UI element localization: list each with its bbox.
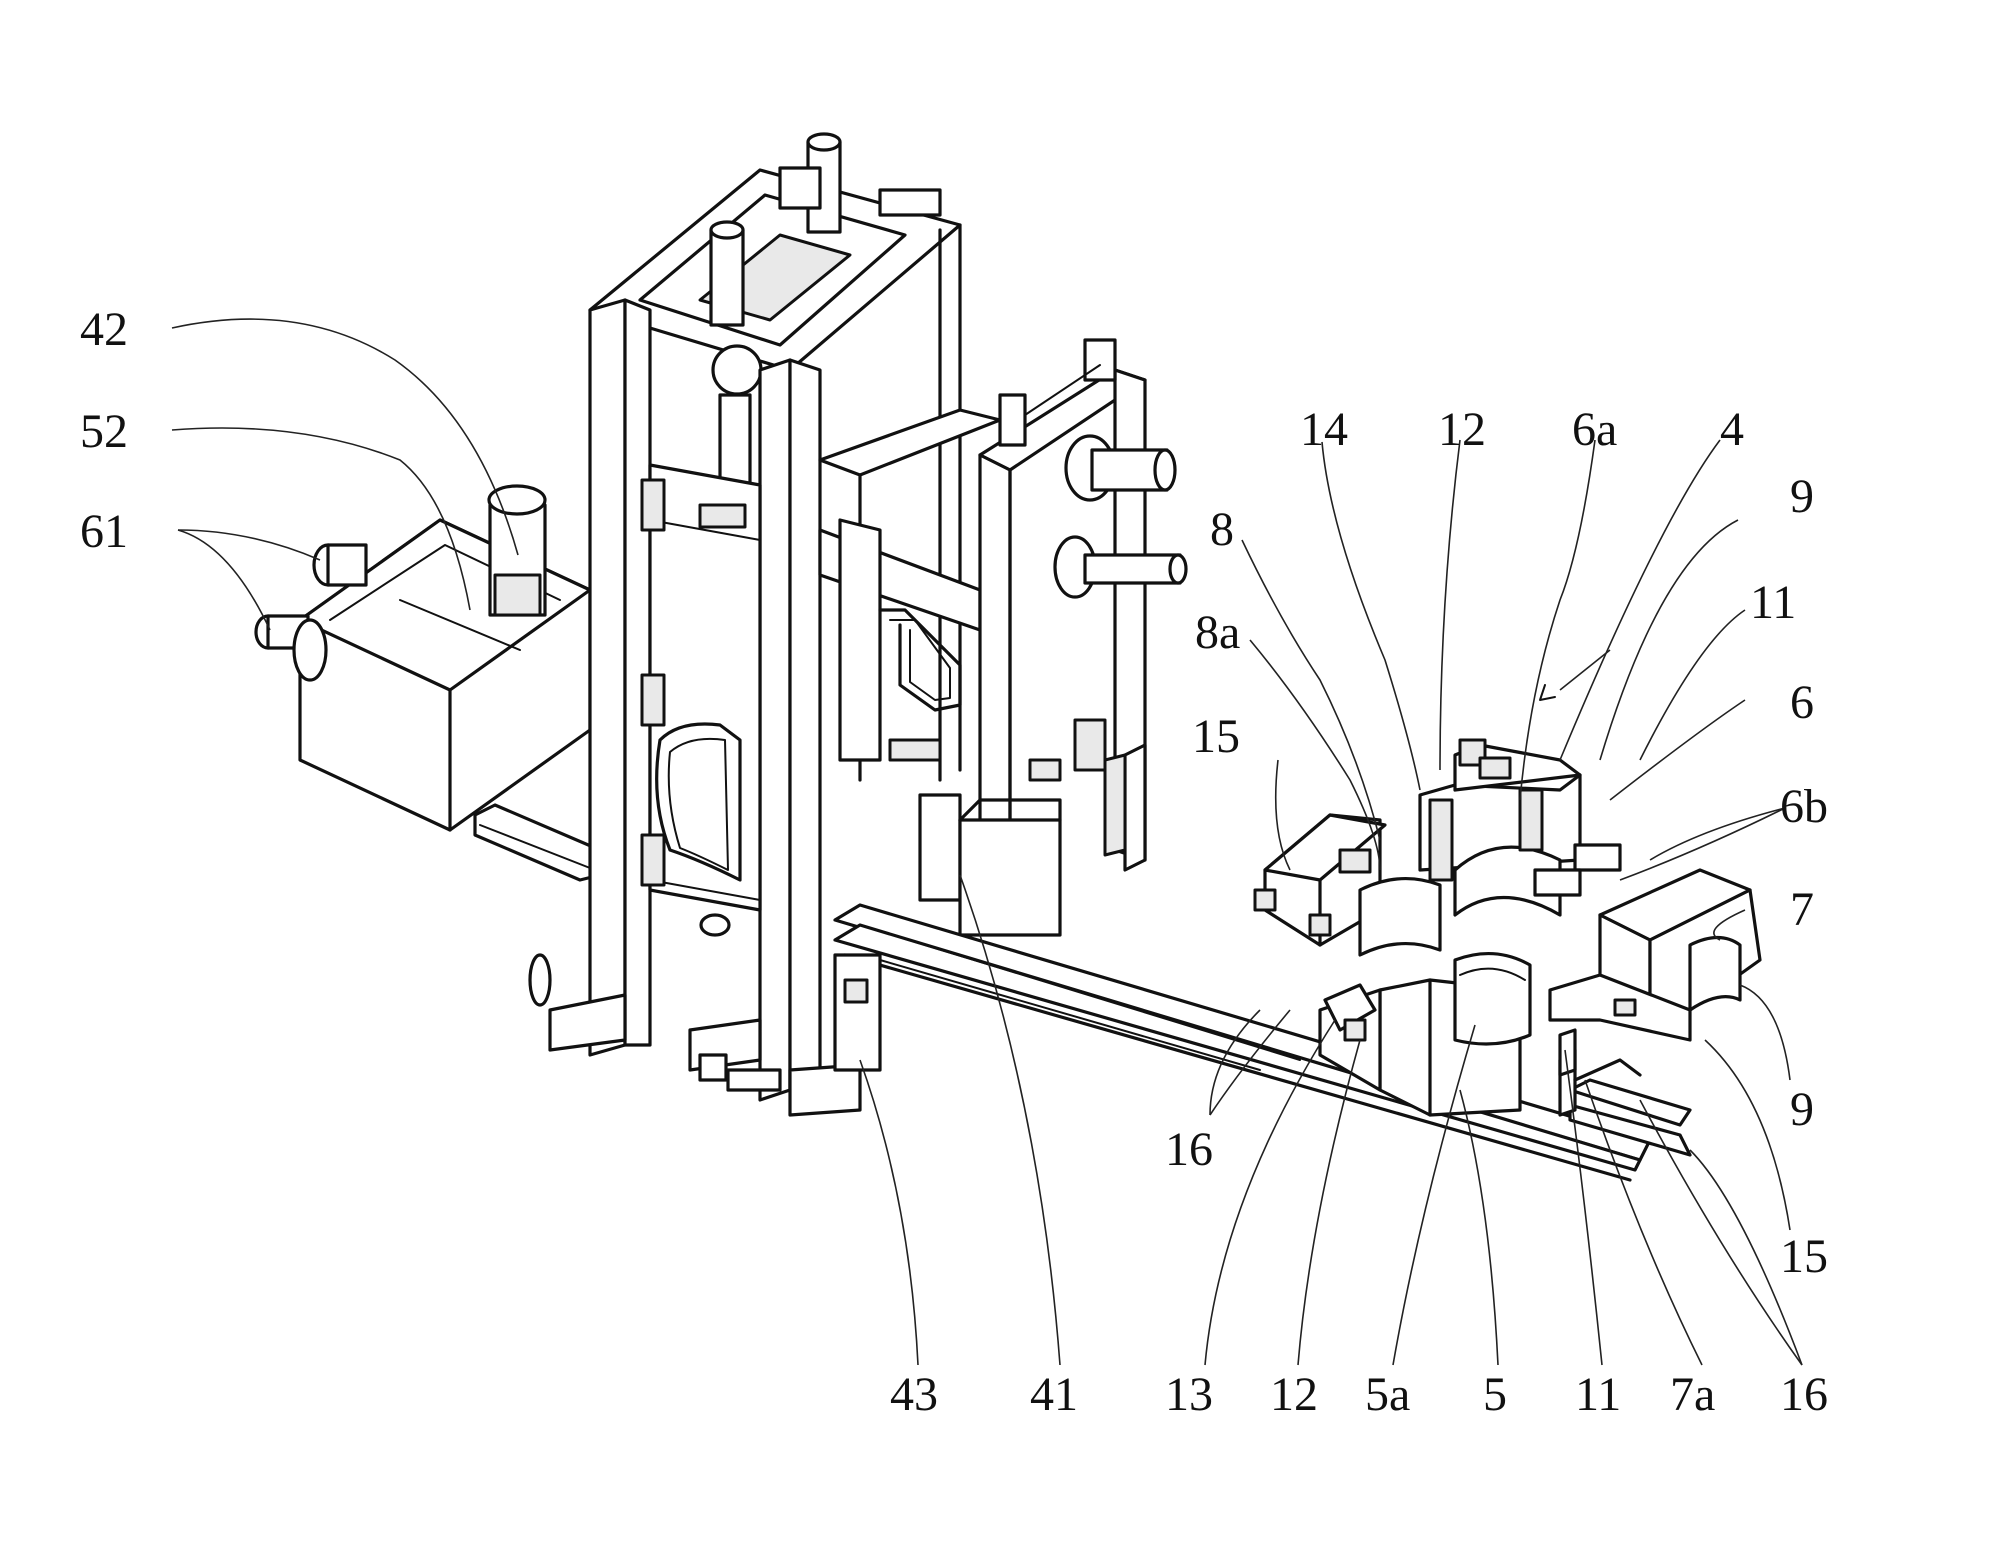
ref-7a: 7a — [1670, 1368, 1715, 1421]
ref-5: 5 — [1483, 1368, 1507, 1421]
ref-14: 14 — [1300, 403, 1348, 456]
ref-12-bottom: 12 — [1270, 1368, 1318, 1421]
ref-15-left: 15 — [1192, 710, 1240, 763]
ref-41: 41 — [1030, 1368, 1078, 1421]
ref-6a: 6a — [1572, 403, 1617, 456]
ref-15-right: 15 — [1780, 1230, 1828, 1283]
ref-12-top: 12 — [1438, 403, 1486, 456]
ref-5a: 5a — [1365, 1368, 1410, 1421]
ref-16-left: 16 — [1165, 1123, 1213, 1176]
ref-43: 43 — [890, 1368, 938, 1421]
ref-42: 42 — [80, 303, 128, 356]
ref-9-bottom: 9 — [1790, 1083, 1814, 1136]
shaft-61-upper — [314, 545, 366, 585]
ref-9-top: 9 — [1790, 470, 1814, 523]
ref-7: 7 — [1790, 883, 1814, 936]
ref-52: 52 — [80, 405, 128, 458]
ref-61: 61 — [80, 505, 128, 558]
ref-13: 13 — [1165, 1368, 1213, 1421]
ref-6: 6 — [1790, 676, 1814, 729]
ref-8a: 8a — [1195, 606, 1240, 659]
ref-16-right: 16 — [1780, 1368, 1828, 1421]
ref-4: 4 — [1720, 403, 1744, 456]
ref-11-top: 11 — [1750, 576, 1796, 629]
clamp-assembly-4 — [1255, 740, 1760, 1115]
side-motor-unit — [256, 486, 590, 830]
ref-6b: 6b — [1780, 780, 1828, 833]
ref-11-bottom: 11 — [1575, 1368, 1621, 1421]
left-rail — [475, 805, 600, 880]
top-rod-front — [711, 222, 743, 325]
ref-8: 8 — [1210, 503, 1234, 556]
shaft-61-lower — [256, 616, 326, 680]
